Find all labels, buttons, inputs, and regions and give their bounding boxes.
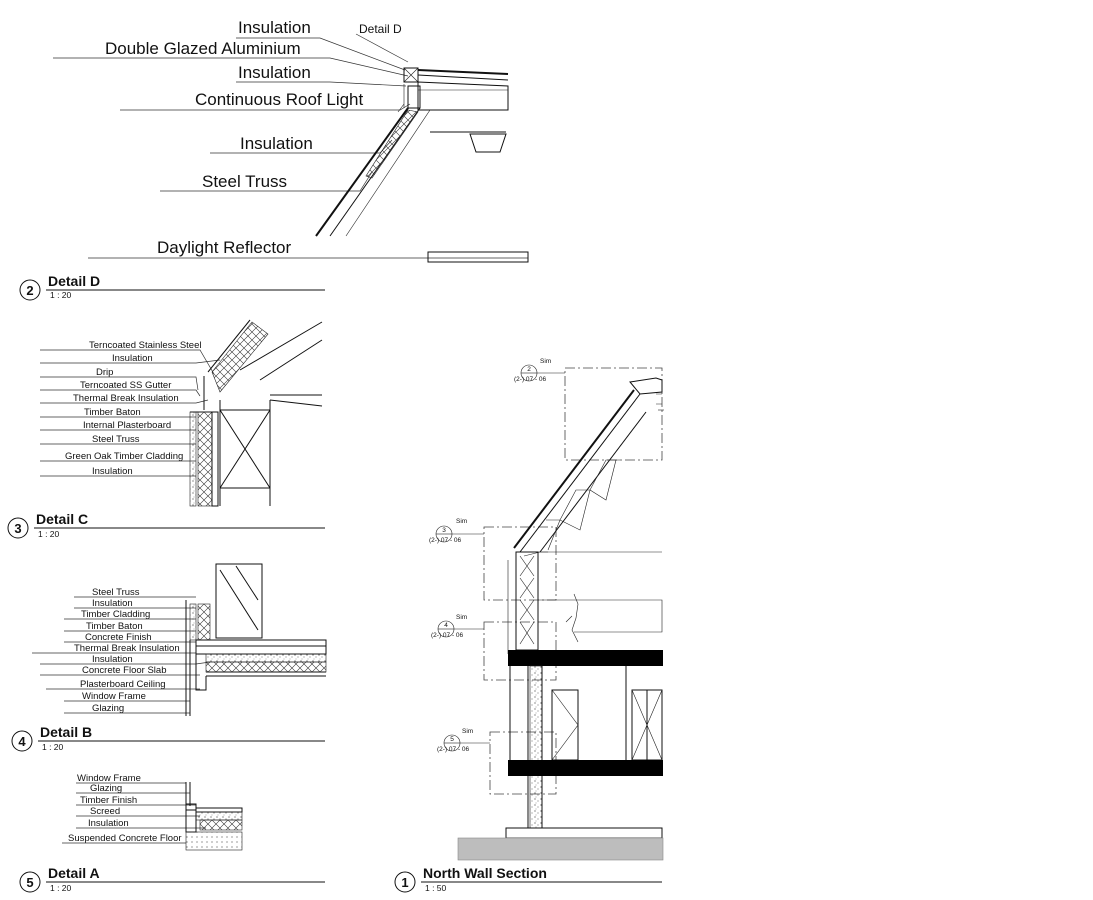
detail-c-label-8: Green Oak Timber Cladding <box>65 451 183 462</box>
detail-c-label-6: Internal Plasterboard <box>83 420 171 431</box>
detail-c-title: Detail C <box>36 511 88 527</box>
north-section-title-block: 1 North Wall Section 1 : 50 <box>394 865 662 893</box>
section-callout-2: Sim 2 (2-) 07 - 06 <box>514 358 565 383</box>
detail-b-group: Steel Truss Insulation Timber Cladding T… <box>32 563 327 716</box>
detail-a-scale: 1 : 20 <box>50 883 72 893</box>
north-section-number: 1 <box>401 875 408 890</box>
detail-c-label-0: Terncoated Stainless Steel <box>89 340 201 351</box>
section-callout-4: Sim 4 (2-) 07 - 06 <box>431 614 484 639</box>
detail-c-label-5: Timber Baton <box>84 407 141 418</box>
callout-2-ref: (2-) 07 - 06 <box>514 376 547 383</box>
detail-d-number: 2 <box>26 283 33 298</box>
detail-b-number: 4 <box>18 734 26 749</box>
detail-b-label-9: Window Frame <box>82 691 146 702</box>
callout-5-sim: Sim <box>462 728 473 735</box>
detail-d-label-daylight-reflector: Daylight Reflector <box>157 238 292 257</box>
detail-c-label-3: Terncoated SS Gutter <box>80 380 171 391</box>
callout-3-sim: Sim <box>456 518 467 525</box>
detail-b-label-7: Concrete Floor Slab <box>82 665 166 676</box>
detail-b-label-2: Timber Cladding <box>81 609 150 620</box>
callout-5-ref: (2-) 07 - 06 <box>437 746 470 753</box>
detail-c-label-1: Insulation <box>112 353 153 364</box>
detail-b-label-5: Thermal Break Insulation <box>74 643 180 654</box>
section-callout-5: Sim 5 (2-) 07 - 06 <box>437 728 490 753</box>
detail-d-label-insulation-2: Insulation <box>238 63 311 82</box>
detail-b-label-0: Steel Truss <box>92 587 140 598</box>
detail-d-group: Insulation Double Glazed Aluminium Insul… <box>53 18 529 263</box>
north-wall-section-group <box>457 367 664 861</box>
detail-d-label-insulation-1: Insulation <box>238 18 311 37</box>
detail-d-scale: 1 : 20 <box>50 290 72 300</box>
detail-a-label-3: Screed <box>90 806 120 817</box>
detail-c-label-9: Insulation <box>92 466 133 477</box>
detail-c-group: Terncoated Stainless Steel Insulation Dr… <box>40 319 323 507</box>
callout-4-sim: Sim <box>456 614 467 621</box>
detail-a-number: 5 <box>26 875 33 890</box>
north-section-scale: 1 : 50 <box>425 883 447 893</box>
detail-b-scale: 1 : 20 <box>42 742 64 752</box>
callout-2-num: 2 <box>527 366 531 373</box>
detail-c-label-7: Steel Truss <box>92 434 140 445</box>
detail-a-label-1: Glazing <box>90 783 122 794</box>
detail-a-group: Window Frame Glazing Timber Finish Scree… <box>62 773 243 851</box>
detail-c-label-2: Drip <box>96 367 113 378</box>
detail-d-title: Detail D <box>48 273 100 289</box>
detail-d-label-steel-truss: Steel Truss <box>202 172 287 191</box>
detail-b-label-10: Glazing <box>92 703 124 714</box>
callout-3-ref: (2-) 07 - 06 <box>429 537 462 544</box>
detail-b-title: Detail B <box>40 724 92 740</box>
detail-c-title-block: 3 Detail C 1 : 20 <box>7 511 325 539</box>
detail-c-scale: 1 : 20 <box>38 529 60 539</box>
detail-a-label-2: Timber Finish <box>80 795 137 806</box>
detail-b-label-4: Concrete Finish <box>85 632 152 643</box>
detail-d-label-double-glazed: Double Glazed Aluminium <box>105 39 301 58</box>
detail-b-title-block: 4 Detail B 1 : 20 <box>11 724 325 752</box>
north-section-title: North Wall Section <box>423 865 547 881</box>
detail-b-label-8: Plasterboard Ceiling <box>80 679 166 690</box>
callout-5-num: 5 <box>450 736 454 743</box>
detail-c-label-4: Thermal Break Insulation <box>73 393 179 404</box>
callout-4-num: 4 <box>444 622 448 629</box>
detail-d-label-roof-light: Continuous Roof Light <box>195 90 364 109</box>
detail-a-title-block: 5 Detail A 1 : 20 <box>19 865 325 893</box>
detail-a-label-0: Window Frame <box>77 773 141 784</box>
callout-2-sim: Sim <box>540 358 551 365</box>
detail-d-label-insulation-3: Insulation <box>240 134 313 153</box>
callout-3-num: 3 <box>442 527 446 534</box>
detail-a-title: Detail A <box>48 865 100 881</box>
detail-b-label-3: Timber Baton <box>86 621 143 632</box>
detail-a-label-5: Suspended Concrete Floor <box>68 833 182 844</box>
callout-4-ref: (2-) 07 - 06 <box>431 632 464 639</box>
detail-d-callout: Detail D <box>359 22 402 36</box>
detail-b-label-6: Insulation <box>92 654 133 665</box>
detail-d-title-block: 2 Detail D 1 : 20 <box>19 273 325 301</box>
detail-c-number: 3 <box>14 521 21 536</box>
detail-b-label-1: Insulation <box>92 598 133 609</box>
detail-a-label-4: Insulation <box>88 818 129 829</box>
section-callout-3: Sim 3 (2-) 07 - 06 <box>429 518 484 544</box>
